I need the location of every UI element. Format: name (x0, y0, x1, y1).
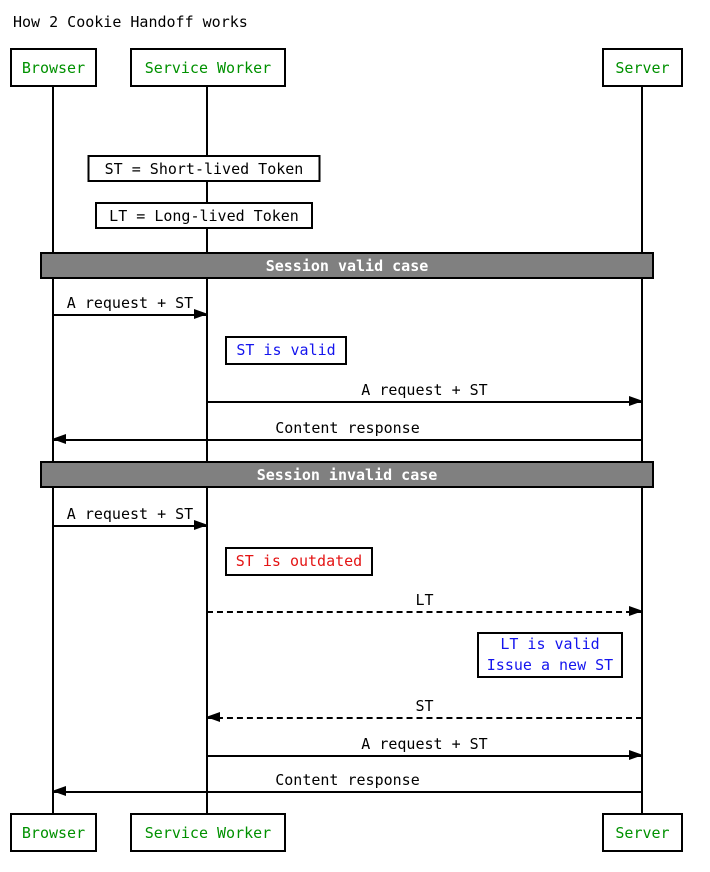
status-note-st-outdated-text: ST is outdated (235, 552, 363, 570)
lifeline-service-worker (206, 87, 208, 813)
message-request-st-2: A request + ST (207, 381, 643, 406)
message-request-st-3-label: A request + ST (66, 505, 194, 523)
section-divider-valid: Session valid case (40, 252, 654, 279)
arrow-right-icon (53, 309, 208, 319)
message-content-response-1-label: Content response (275, 419, 420, 437)
message-request-st-3: A request + ST (53, 505, 208, 530)
arrow-left-icon (52, 786, 642, 796)
note-lt-definition: LT = Long-lived Token (95, 202, 313, 229)
actor-label-service-worker: Service Worker (144, 823, 272, 842)
status-note-lt-valid: LT is valid Issue a new ST (477, 632, 623, 678)
status-note-lt-valid-line2: Issue a new ST (486, 656, 614, 674)
note-lt-definition-text: LT = Long-lived Token (109, 206, 299, 225)
message-request-st-4-label: A request + ST (361, 735, 488, 753)
message-st: ST (206, 697, 642, 722)
actor-label-server: Server (615, 823, 670, 842)
actor-box-browser-bottom: Browser (10, 813, 97, 852)
message-content-response-2-label: Content response (275, 771, 420, 789)
actor-label-browser: Browser (21, 823, 86, 842)
arrow-right-icon (53, 520, 208, 530)
message-request-st-2-label: A request + ST (361, 381, 488, 399)
message-request-st-4: A request + ST (207, 735, 643, 760)
section-divider-valid-label: Session valid case (265, 256, 429, 275)
lifeline-server (641, 86, 643, 813)
arrow-right-icon (207, 396, 643, 406)
actor-box-browser-top: Browser (10, 48, 97, 87)
message-lt-label: LT (415, 591, 434, 609)
message-lt: LT (207, 591, 643, 616)
arrow-left-icon (206, 712, 642, 722)
status-note-st-valid-text: ST is valid (236, 341, 336, 359)
diagram-title: How 2 Cookie Handoff works (13, 13, 248, 31)
note-st-definition: ST = Short-lived Token (87, 155, 321, 182)
message-request-st-1-label: A request + ST (66, 294, 194, 312)
message-st-label: ST (415, 697, 434, 715)
section-divider-invalid: Session invalid case (40, 461, 654, 488)
message-content-response-2: Content response (52, 771, 642, 796)
status-note-lt-valid-line1: LT is valid (500, 635, 600, 653)
actor-box-service-worker-bottom: Service Worker (130, 813, 286, 852)
section-divider-invalid-label: Session invalid case (256, 465, 438, 484)
message-content-response-1: Content response (52, 419, 642, 444)
actor-label-server: Server (615, 58, 670, 77)
arrow-right-icon (207, 750, 643, 760)
note-st-definition-text: ST = Short-lived Token (104, 159, 304, 178)
actor-box-service-worker-top: Service Worker (130, 48, 286, 87)
actor-box-server-top: Server (602, 48, 683, 87)
status-note-st-outdated: ST is outdated (225, 547, 373, 576)
message-request-st-1: A request + ST (53, 294, 208, 319)
actor-label-browser: Browser (21, 58, 86, 77)
arrow-right-icon (207, 606, 643, 616)
actor-label-service-worker: Service Worker (144, 58, 272, 77)
lifeline-browser (52, 87, 54, 813)
actor-box-server-bottom: Server (602, 813, 683, 852)
status-note-st-valid: ST is valid (225, 336, 347, 365)
arrow-left-icon (52, 434, 642, 444)
